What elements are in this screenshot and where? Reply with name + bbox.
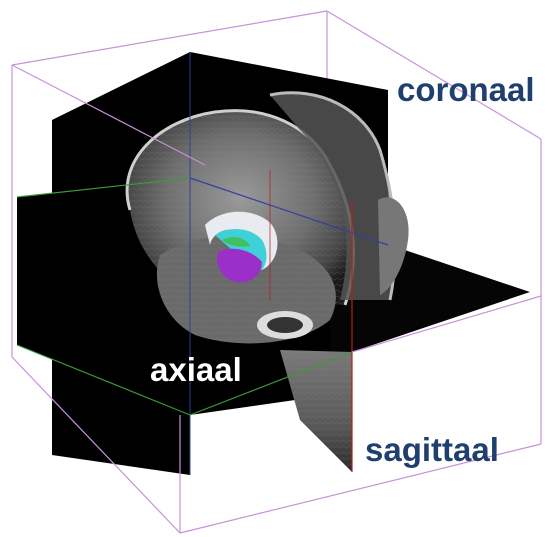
sagittal-slice-plane <box>280 350 352 472</box>
axial-label: axiaal <box>150 351 242 388</box>
sagittal-label: sagittaal <box>365 431 499 468</box>
coronal-label: coronaal <box>397 71 535 108</box>
